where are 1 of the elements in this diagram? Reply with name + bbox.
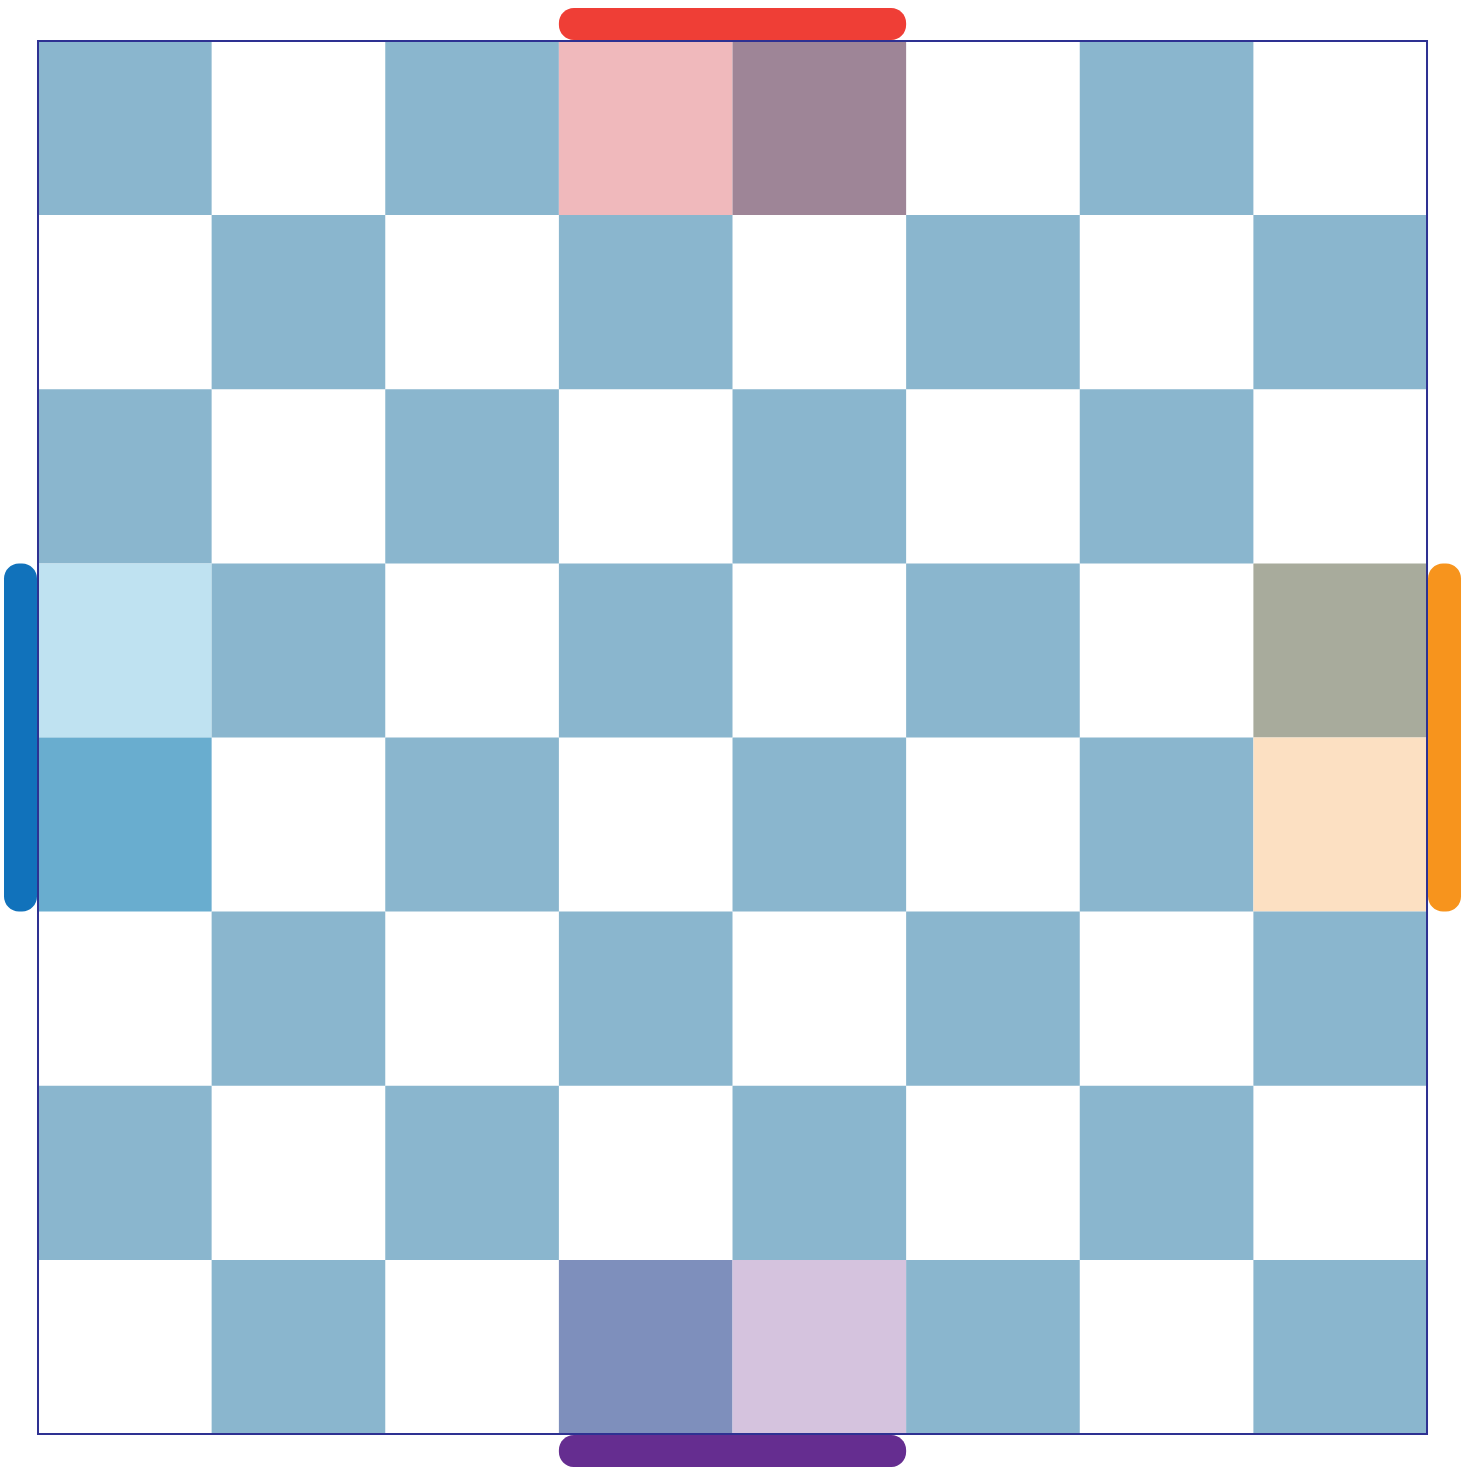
picture bbox=[4, 8, 1461, 1467]
